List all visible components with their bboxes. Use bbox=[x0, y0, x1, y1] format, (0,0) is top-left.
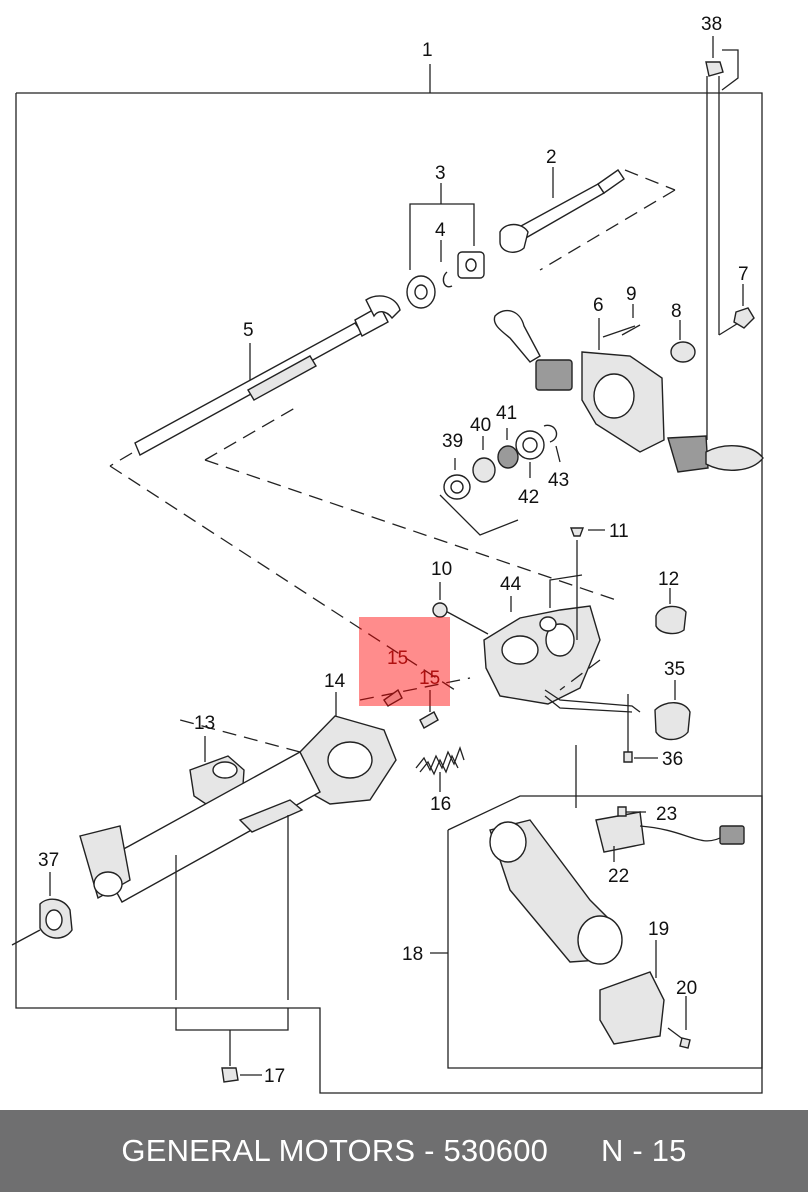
callout-16: 16 bbox=[430, 794, 451, 815]
clip-12 bbox=[559, 588, 687, 691]
callout-3: 3 bbox=[435, 163, 446, 184]
callout-8: 8 bbox=[671, 301, 682, 322]
assembly-frame bbox=[15, 64, 763, 1094]
callout-19: 19 bbox=[648, 919, 669, 940]
callout-4: 4 bbox=[435, 220, 446, 241]
bushing-37 bbox=[11, 872, 73, 946]
callout-13: 13 bbox=[194, 713, 215, 734]
callout-15a: 15 bbox=[387, 648, 408, 669]
callout-18: 18 bbox=[402, 944, 423, 965]
callout-23: 23 bbox=[656, 804, 677, 825]
upper-shaft-2 bbox=[499, 167, 676, 271]
callout-12: 12 bbox=[658, 569, 679, 590]
callout-7: 7 bbox=[738, 264, 749, 285]
lock-housing-44 bbox=[204, 404, 617, 705]
callout-2: 2 bbox=[546, 147, 557, 168]
callout-22: 22 bbox=[608, 866, 629, 887]
highlight-region bbox=[359, 617, 450, 706]
footer-brand-part: GENERAL MOTORS - 530600 bbox=[121, 1133, 549, 1168]
bearing-set bbox=[439, 424, 561, 536]
switch-housing-6 bbox=[493, 309, 764, 473]
callout-44: 44 bbox=[500, 574, 522, 595]
callout-39: 39 bbox=[442, 431, 463, 452]
callout-10: 10 bbox=[431, 559, 452, 580]
callout-17: 17 bbox=[264, 1066, 285, 1087]
callout-38: 38 bbox=[701, 14, 722, 35]
nut-bushing-screw bbox=[621, 284, 755, 363]
footer-ref: N - 15 bbox=[600, 1133, 687, 1168]
parts-diagram: 1 2 3 4 5 6 7 8 9 10 11 12 13 14 15 15 1… bbox=[11, 14, 764, 1094]
intermediate-shaft-5 bbox=[109, 295, 456, 691]
footer-spacer bbox=[548, 1133, 601, 1169]
column-bracket-14 bbox=[179, 677, 471, 805]
callout-labels: 1 2 3 4 5 6 7 8 9 10 11 12 13 14 15 15 1… bbox=[38, 14, 749, 1087]
spring-16 bbox=[415, 746, 465, 792]
callout-5: 5 bbox=[243, 320, 254, 341]
footer-bar: GENERAL MOTORS - 530600 N - 15 bbox=[0, 1110, 808, 1192]
callout-1: 1 bbox=[422, 40, 433, 61]
lever-35-36 bbox=[544, 680, 691, 763]
screws-15 bbox=[383, 688, 439, 729]
callout-14: 14 bbox=[324, 671, 346, 692]
inset-ignition-assembly bbox=[430, 745, 763, 1069]
callout-15b: 15 bbox=[419, 668, 440, 689]
nut-17 bbox=[175, 1008, 289, 1083]
callout-36: 36 bbox=[662, 749, 683, 770]
callout-40: 40 bbox=[470, 415, 491, 436]
callout-9: 9 bbox=[626, 284, 637, 305]
fastener-38 bbox=[705, 36, 741, 440]
callout-11: 11 bbox=[609, 521, 629, 542]
callout-37: 37 bbox=[38, 850, 59, 871]
callout-20: 20 bbox=[676, 978, 697, 999]
callout-43: 43 bbox=[548, 470, 569, 491]
callout-6: 6 bbox=[593, 295, 604, 316]
callout-41: 41 bbox=[496, 403, 517, 424]
callout-35: 35 bbox=[664, 659, 685, 680]
rings-3-4 bbox=[406, 183, 485, 309]
callout-42: 42 bbox=[518, 487, 539, 508]
lower-column-tube bbox=[79, 751, 321, 1000]
